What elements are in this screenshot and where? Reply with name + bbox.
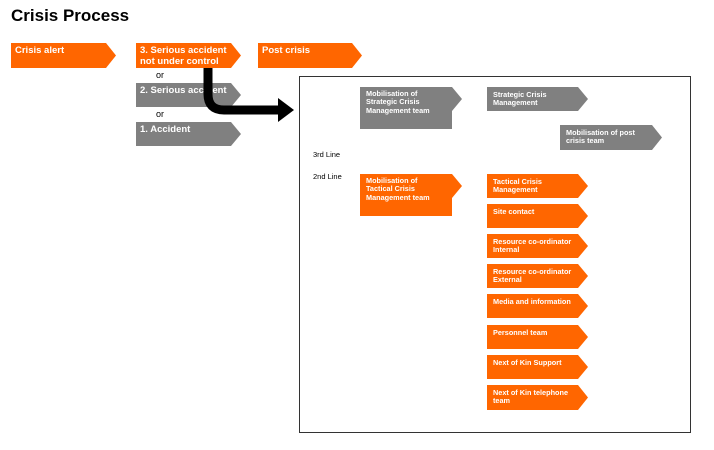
mobilisation-tactical-box: Mobilisation of Tactical Crisis Manageme… bbox=[360, 174, 452, 216]
page-title: Crisis Process bbox=[11, 6, 130, 25]
mobilisation-strategic-arrow-tip bbox=[451, 87, 462, 111]
tactical-item-tactical-management: Tactical Crisis Management bbox=[487, 174, 588, 198]
or-label-1: or bbox=[156, 70, 165, 80]
serious-accident-step: 2. Serious accident bbox=[136, 83, 241, 107]
tactical-item-resource-external: Resource co-ordinator External bbox=[487, 264, 588, 288]
accident-step: 1. Accident bbox=[136, 122, 241, 146]
post-crisis-step: Post crisis bbox=[258, 43, 362, 68]
second-line-label: 2nd Line bbox=[313, 172, 342, 181]
tactical-item-next-of-kin-telephone: Next of Kin telephone team bbox=[487, 385, 588, 410]
strategic-crisis-management-step: Strategic Crisis Management bbox=[487, 87, 588, 111]
or-label-2: or bbox=[156, 109, 165, 119]
mobilisation-strategic-box: Mobilisation of Strategic Crisis Managem… bbox=[360, 87, 452, 129]
mobilisation-tactical-arrow-tip bbox=[451, 174, 462, 198]
tactical-item-resource-internal: Resource co-ordinator Internal bbox=[487, 234, 588, 258]
mobilisation-post-crisis-step: Mobilisation of post crisis team bbox=[560, 125, 662, 150]
tactical-item-site-contact: Site contact bbox=[487, 204, 588, 228]
third-line-label: 3rd Line bbox=[313, 150, 341, 159]
tactical-item-personnel: Personnel team bbox=[487, 325, 588, 349]
serious-uncontrolled-step: 3. Serious accident not under control bbox=[136, 43, 241, 68]
tactical-item-next-of-kin-support: Next of Kin Support bbox=[487, 355, 588, 379]
crisis-alert-step: Crisis alert bbox=[11, 43, 116, 68]
tactical-item-media: Media and information bbox=[487, 294, 588, 318]
